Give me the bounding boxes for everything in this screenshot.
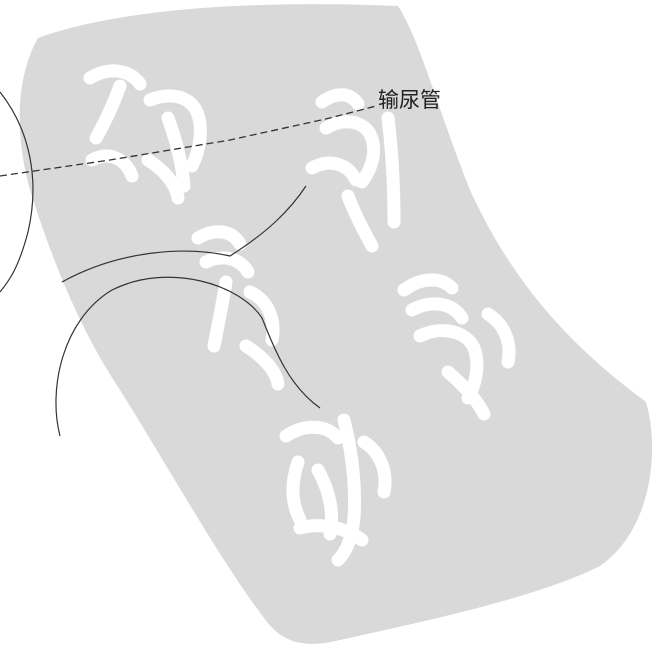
- ureter-callout-dashed-line: [0, 105, 377, 177]
- glyph-1: [83, 64, 207, 205]
- glyph-3: [191, 225, 285, 391]
- ureter-curve-lower: [55, 276, 321, 437]
- seal-glyphs: [83, 64, 516, 567]
- ureter-label: 输尿管: [378, 88, 441, 112]
- ureter-curve-upper: [61, 185, 307, 283]
- glyph-5: [279, 413, 392, 567]
- glyph-4: [397, 273, 516, 421]
- ureter-curve-left-edge: [0, 91, 34, 293]
- glyph-2: [305, 88, 401, 253]
